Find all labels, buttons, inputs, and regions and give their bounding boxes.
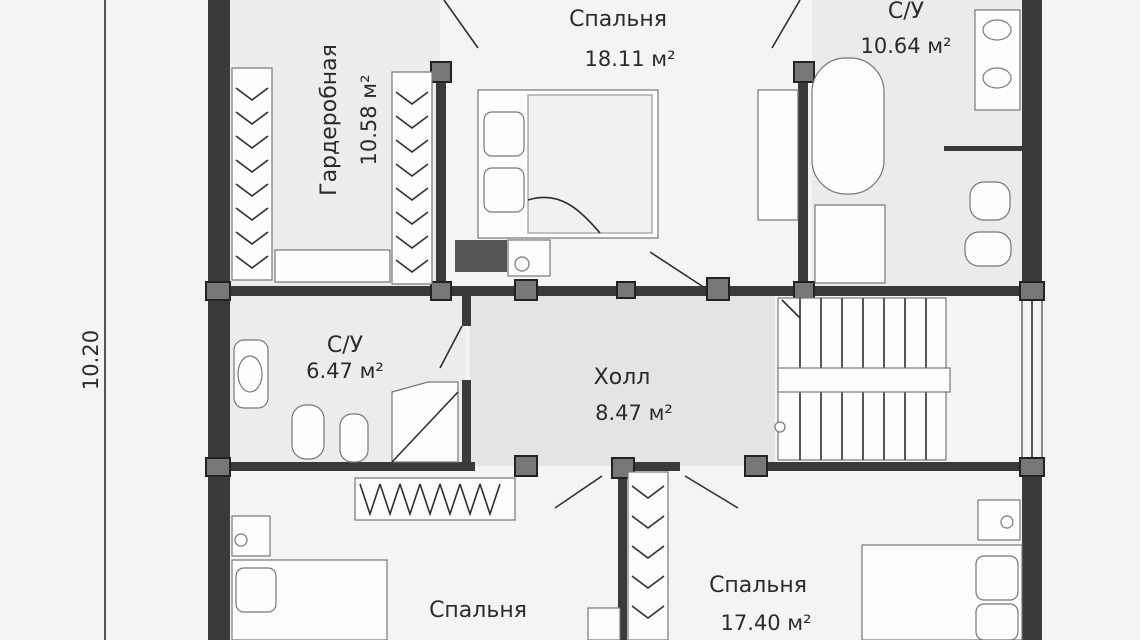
wall-wardrobe bbox=[436, 72, 446, 290]
column bbox=[793, 281, 815, 301]
room-label-bedroom-bottom-right: Спальня 17.40 м² bbox=[709, 573, 811, 635]
dimension-label: 10.20 bbox=[79, 330, 103, 390]
column bbox=[1019, 457, 1045, 477]
svg-text:Холл: Холл bbox=[594, 365, 651, 390]
column bbox=[706, 277, 730, 301]
svg-text:10.64 м²: 10.64 м² bbox=[860, 34, 951, 58]
column bbox=[793, 61, 815, 83]
column bbox=[616, 281, 636, 299]
wardrobe-shelves bbox=[231, 67, 433, 285]
column bbox=[205, 457, 231, 477]
wall-lower-right bbox=[745, 462, 1022, 471]
room-label-wardrobe: Гардеробная 10.58 м² bbox=[317, 44, 381, 196]
wall-lower bbox=[230, 462, 475, 471]
svg-text:С/У: С/У bbox=[888, 0, 925, 24]
bed-bottom-right bbox=[861, 499, 1023, 640]
bed-bottom-left bbox=[231, 515, 621, 640]
stairs bbox=[774, 297, 951, 461]
bed-top bbox=[455, 89, 659, 277]
svg-text:17.40 м²: 17.40 м² bbox=[720, 611, 811, 635]
columns bbox=[205, 61, 1045, 479]
svg-text:С/У: С/У bbox=[327, 333, 364, 358]
hall-floor bbox=[470, 296, 775, 466]
svg-text:10.58 м²: 10.58 м² bbox=[357, 74, 381, 165]
column bbox=[430, 61, 452, 83]
bath-left-fixtures bbox=[233, 339, 459, 463]
svg-text:Спальня: Спальня bbox=[429, 598, 527, 623]
bath-top-fixtures bbox=[757, 9, 1022, 284]
hall-wardrobe bbox=[354, 471, 669, 640]
wall-bedroom-split bbox=[618, 471, 627, 640]
svg-text:6.47 м²: 6.47 м² bbox=[306, 359, 384, 383]
column bbox=[514, 279, 538, 301]
column bbox=[744, 455, 768, 477]
wall-shower bbox=[462, 380, 471, 466]
svg-text:8.47 м²: 8.47 м² bbox=[595, 401, 673, 425]
svg-text:Спальня: Спальня bbox=[569, 7, 667, 32]
room-label-bedroom-bottom-left: Спальня bbox=[429, 598, 527, 623]
outer-wall-left bbox=[208, 0, 230, 640]
wall-lower-mid bbox=[625, 462, 680, 471]
room-label-hall: Холл 8.47 м² bbox=[594, 365, 673, 425]
room-label-bath-top: С/У 10.64 м² bbox=[860, 0, 951, 58]
column bbox=[205, 281, 231, 301]
wall-bath-top bbox=[798, 72, 808, 290]
bed-blanket bbox=[527, 94, 653, 234]
column bbox=[1019, 281, 1045, 301]
room-label-bath-left: С/У 6.47 м² bbox=[306, 333, 384, 383]
svg-text:Спальня: Спальня bbox=[709, 573, 807, 598]
room-label-bedroom-top: Спальня 18.11 м² bbox=[569, 7, 675, 71]
wall-bath-left bbox=[462, 296, 471, 326]
nightstand bbox=[455, 240, 507, 272]
column bbox=[514, 455, 538, 477]
svg-text:18.11 м²: 18.11 м² bbox=[584, 47, 675, 71]
svg-text:Гардеробная: Гардеробная bbox=[317, 44, 342, 196]
column bbox=[430, 281, 452, 301]
door-swings bbox=[439, 0, 801, 509]
